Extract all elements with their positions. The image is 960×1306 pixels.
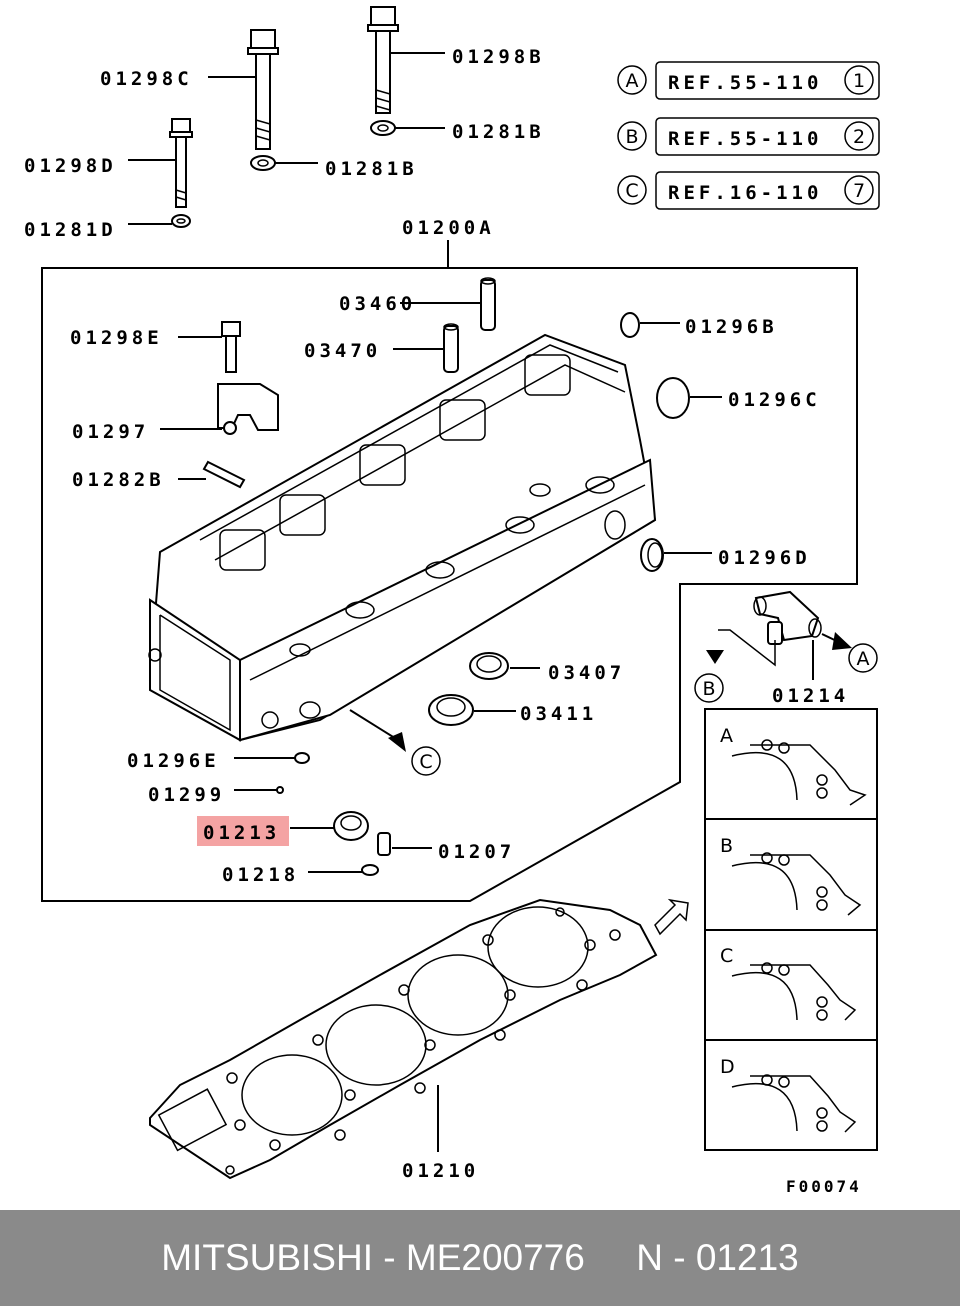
insert-01207[interactable] [377, 832, 391, 856]
ref-a-letter: A [626, 70, 639, 92]
label-01218: 01218 [222, 864, 299, 886]
plug-01296c[interactable] [656, 377, 690, 419]
ref-box-c[interactable]: C REF.16-110 7 [617, 171, 880, 210]
footer-part-number: ME200776 [405, 1237, 585, 1278]
label-03407: 03407 [548, 662, 625, 684]
plug-01296d[interactable] [640, 538, 664, 572]
label-01299: 01299 [148, 784, 225, 806]
seal-03411[interactable] [428, 694, 474, 726]
inset-b-label: B [720, 835, 733, 857]
inset-a[interactable]: A [720, 725, 867, 806]
bolt-01298e[interactable] [221, 321, 241, 373]
label-01296b: 01296B [685, 316, 778, 338]
ref-c-text: REF.16-110 [668, 182, 822, 204]
ref-b-letter: B [625, 126, 638, 148]
footer-bar: MITSUBISHI - ME200776 N - 01213 [0, 1210, 960, 1306]
label-01296c: 01296C [728, 389, 821, 411]
callout-a: A [857, 648, 870, 670]
cap-01297[interactable] [217, 383, 279, 435]
inset-d-label: D [720, 1056, 735, 1078]
ref-box-a[interactable]: A REF.55-110 1 [617, 61, 880, 100]
label-01298c: 01298C [100, 68, 193, 90]
footer-gap [585, 1237, 636, 1279]
label-01298b: 01298B [452, 46, 545, 68]
label-01200a: 01200A [402, 217, 495, 239]
inset-d[interactable]: D [720, 1056, 857, 1133]
seal-01213[interactable] [333, 811, 369, 841]
washer-01281b-right[interactable] [370, 120, 396, 136]
fitting-01214[interactable] [753, 590, 822, 645]
inset-a-label: A [720, 725, 733, 747]
plug-01296b[interactable] [620, 312, 640, 338]
stud-01282b[interactable] [202, 460, 246, 489]
label-01207: 01207 [438, 841, 515, 863]
figure-number: F00074 [786, 1177, 862, 1196]
highlight-01213 [197, 816, 289, 846]
plug-01296e[interactable] [294, 752, 310, 764]
seal-03407[interactable] [469, 652, 509, 680]
bolt-01298d[interactable] [169, 118, 193, 208]
head-gasket-01210[interactable] [149, 898, 658, 1180]
bolt-01298b[interactable] [367, 6, 399, 114]
dowel-03460[interactable] [480, 277, 496, 331]
label-03460: 03460 [339, 293, 416, 315]
callout-c: C [419, 751, 432, 773]
ref-c-num: 7 [853, 180, 865, 202]
nut-01218[interactable] [361, 864, 379, 876]
callout-c-circle [411, 746, 441, 776]
washer-01281d[interactable] [171, 214, 191, 228]
ref-c-letter: C [625, 180, 638, 202]
ref-box-b[interactable]: B REF.55-110 2 [617, 117, 880, 156]
label-01213: 01213 [203, 822, 280, 844]
callout-b-circle [694, 673, 724, 703]
label-01298d: 01298D [24, 155, 117, 177]
assembly-frame [41, 240, 858, 902]
label-01210: 01210 [402, 1160, 479, 1182]
arrow-to-c [388, 732, 406, 752]
label-01214: 01214 [772, 685, 849, 707]
ref-b-text: REF.55-110 [668, 128, 822, 150]
ref-a-num: 1 [853, 70, 865, 92]
callout-b: B [702, 678, 715, 700]
inset-c-label: C [720, 945, 733, 967]
label-01298e: 01298E [70, 327, 163, 349]
arrow-to-insets [654, 898, 689, 936]
bolt-01298c[interactable] [247, 29, 279, 150]
ref-a-text: REF.55-110 [668, 72, 822, 94]
label-01296d: 01296D [718, 547, 811, 569]
label-01281b-left: 01281B [325, 158, 418, 180]
arrow-to-b [706, 650, 724, 664]
label-01282b: 01282B [72, 469, 165, 491]
dowel-03470[interactable] [443, 323, 459, 373]
footer-code: N - 01213 [636, 1237, 799, 1278]
label-03470: 03470 [304, 340, 381, 362]
washer-01281b-left[interactable] [250, 155, 276, 171]
footer-sep: - [372, 1237, 406, 1278]
label-01281b-right: 01281B [452, 121, 545, 143]
inset-b[interactable]: B [720, 835, 862, 916]
footer-brand: MITSUBISHI [161, 1237, 373, 1278]
label-01297: 01297 [72, 421, 149, 443]
callout-a-circle [848, 643, 878, 673]
arrow-to-a [832, 632, 852, 650]
label-01296e: 01296E [127, 750, 220, 772]
ball-01299[interactable] [276, 786, 284, 794]
parts-diagram: 01298C 01298B 01281B 01281B 01298D 01281… [24, 6, 880, 1196]
cylinder-head[interactable] [148, 333, 657, 742]
gasket-variant-insets [704, 708, 878, 1151]
ref-b-num: 2 [853, 126, 865, 148]
label-01281d: 01281D [24, 219, 117, 241]
inset-c[interactable]: C [720, 945, 857, 1021]
label-03411: 03411 [520, 703, 597, 725]
